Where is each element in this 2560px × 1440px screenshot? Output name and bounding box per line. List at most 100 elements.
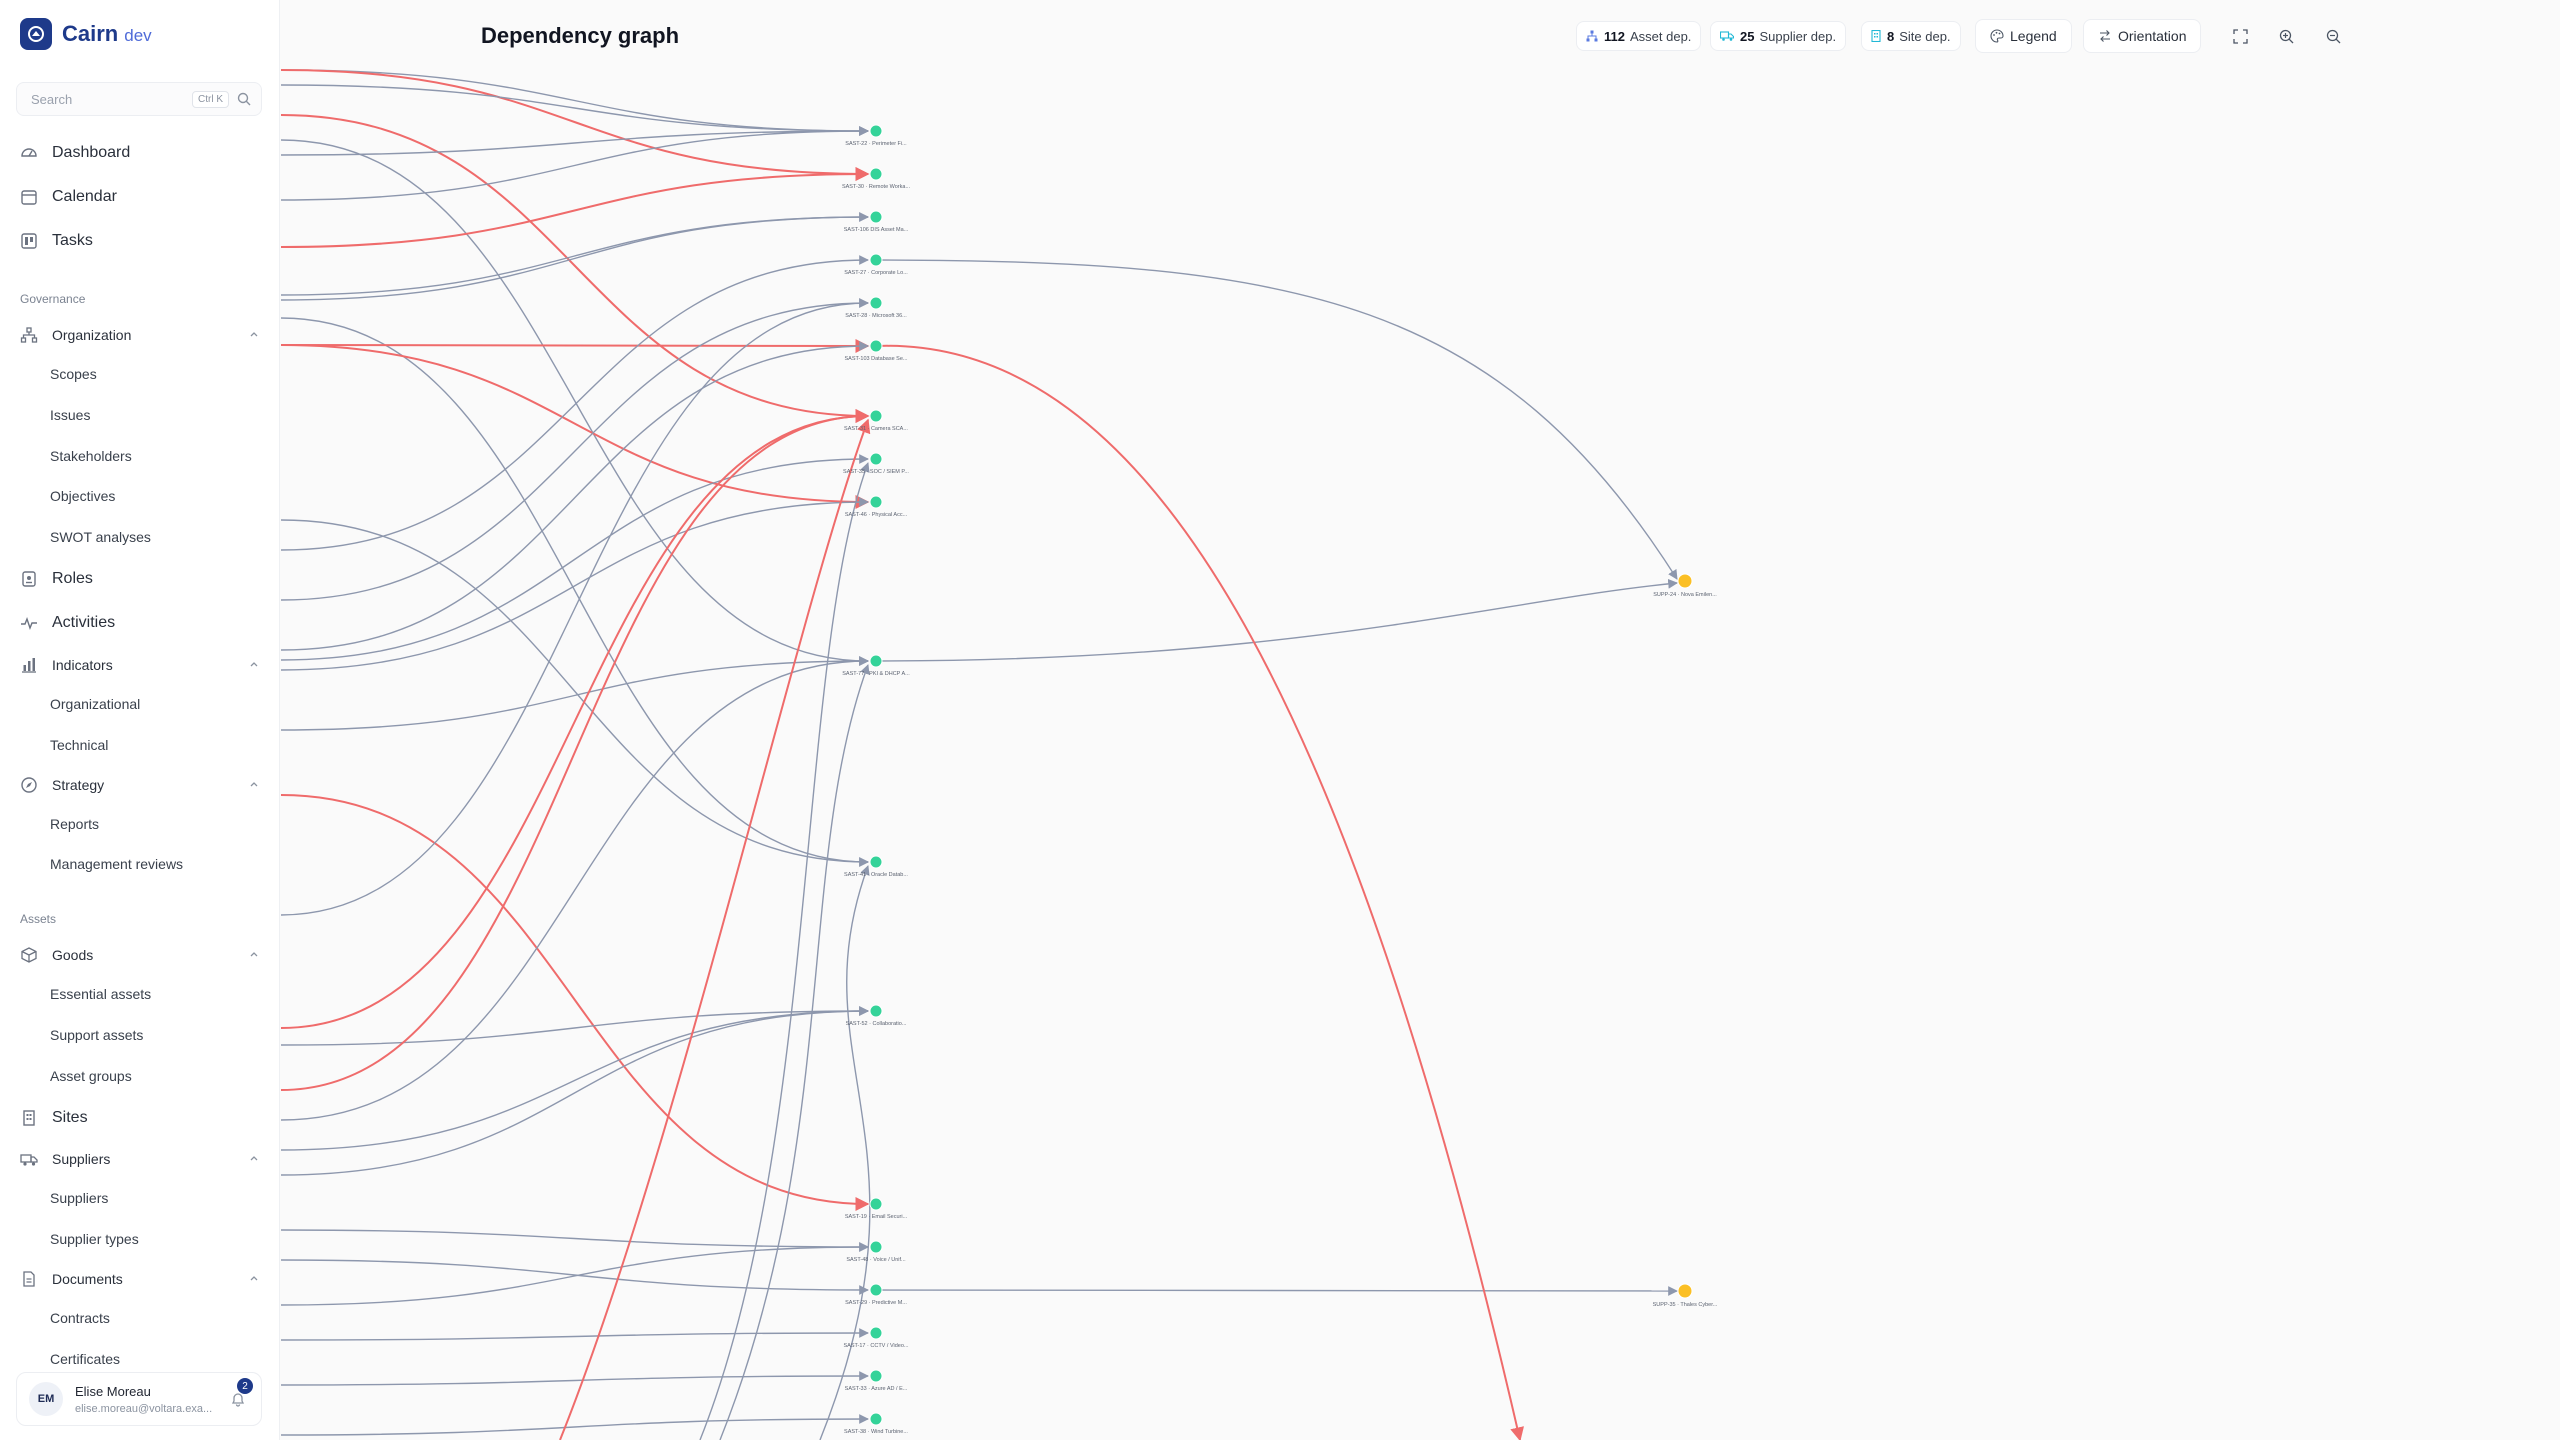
app-logo[interactable]: Cairn dev [20, 18, 152, 50]
dependency-edge [281, 69, 869, 136]
activity-icon [20, 614, 38, 632]
avatar: EM [29, 1382, 63, 1416]
package-icon [20, 946, 38, 964]
nav-supplier-types[interactable]: Supplier types [50, 1231, 139, 1247]
nav-certificates[interactable]: Certificates [50, 1351, 121, 1367]
asset-node[interactable]: SAST-106 DIS Asset Ma... [844, 210, 909, 233]
nav-essential-assets[interactable]: Essential assets [50, 986, 152, 1002]
fullscreen-button[interactable] [2222, 19, 2258, 53]
nav-strategy[interactable]: Strategy [20, 776, 260, 794]
nav-goods[interactable]: Goods [20, 946, 260, 964]
asset-node-dot[interactable] [869, 1326, 883, 1340]
supplier-dep-label: Supplier dep. [1759, 28, 1837, 44]
nav-stakeholders[interactable]: Stakeholders [50, 448, 132, 464]
asset-node-dot[interactable] [869, 124, 883, 138]
site-dep-count: 8 [1887, 28, 1895, 44]
notifications-button[interactable]: 2 [223, 1378, 253, 1414]
tasks-icon [20, 232, 38, 250]
supplier-node-dot[interactable] [1677, 573, 1693, 589]
chevron-up-icon[interactable] [248, 1152, 260, 1164]
nav-sites[interactable]: Sites [20, 1109, 260, 1127]
dependency-edge [819, 865, 871, 1440]
user-card[interactable]: EM Elise Moreau elise.moreau@voltara.exa… [16, 1372, 262, 1426]
asset-node[interactable]: SAST-52 · Collaboratio... [846, 1004, 907, 1027]
nav-activities[interactable]: Activities [20, 614, 260, 632]
asset-node[interactable]: SAST-29 · Predictive M... [845, 1283, 907, 1306]
search-input[interactable]: Search Ctrl K [16, 82, 262, 116]
asset-node-dot[interactable] [869, 495, 883, 509]
asset-node-dot[interactable] [869, 1240, 883, 1254]
asset-node[interactable]: SAST-41 · Oracle Datab... [844, 855, 908, 878]
asset-node-dot[interactable] [869, 1369, 883, 1383]
asset-node[interactable]: SAST-38 · Wind Turbine... [844, 1412, 908, 1435]
nav-reports[interactable]: Reports [50, 816, 100, 832]
dependency-edge [719, 664, 870, 1440]
chevron-up-icon[interactable] [248, 948, 260, 960]
supplier-node-dot[interactable] [1677, 1283, 1693, 1299]
zoom-in-button[interactable] [2268, 19, 2304, 53]
asset-node[interactable]: SAST-30 · Remote Worka... [842, 167, 911, 190]
nav-contracts[interactable]: Contracts [50, 1310, 110, 1326]
nav-calendar[interactable]: Calendar [20, 188, 260, 206]
asset-node[interactable]: SAST-33 · Azure AD / E... [845, 1369, 908, 1392]
nav-support-assets[interactable]: Support assets [50, 1027, 144, 1043]
nav-roles[interactable]: Roles [20, 570, 260, 588]
nav-tasks[interactable]: Tasks [20, 232, 260, 250]
asset-node-dot[interactable] [869, 339, 883, 353]
asset-node-dot[interactable] [869, 1283, 883, 1297]
asset-node-dot[interactable] [869, 210, 883, 224]
asset-node[interactable]: SAST-77 · PKI & DHCP A... [842, 654, 910, 677]
asset-node[interactable]: SAST-17 · CCTV / Video... [843, 1326, 909, 1349]
asset-node-dot[interactable] [869, 855, 883, 869]
asset-node[interactable]: SAST-103 Database Se... [845, 339, 908, 362]
asset-node[interactable]: SAST-19 · Email Securi... [845, 1197, 908, 1220]
nav-swot-analyses[interactable]: SWOT analyses [50, 529, 151, 545]
orientation-button[interactable]: Orientation [2083, 19, 2202, 53]
nav-suppliers[interactable]: Suppliers [20, 1150, 260, 1168]
asset-node[interactable]: SAST-48 · Voice / Unif... [846, 1240, 906, 1263]
nav-technical[interactable]: Technical [50, 737, 109, 753]
asset-node[interactable]: SAST-31 · Camera SCA... [844, 409, 908, 432]
zoom-out-button[interactable] [2315, 19, 2351, 53]
supplier-node[interactable]: SUPP-35 · Thales Cyber... [1653, 1283, 1718, 1308]
dependency-edge [281, 519, 869, 867]
asset-node-dot[interactable] [869, 452, 883, 466]
asset-node-dot[interactable] [869, 1004, 883, 1018]
asset-node[interactable]: SAST-46 · Physical Acc... [845, 495, 908, 518]
nav-objectives[interactable]: Objectives [50, 488, 116, 504]
nav-asset-groups[interactable]: Asset groups [50, 1068, 132, 1084]
asset-node-dot[interactable] [869, 167, 883, 181]
asset-node-dot[interactable] [869, 654, 883, 668]
asset-node-dot[interactable] [869, 253, 883, 267]
asset-node-label: SAST-41 · Oracle Datab... [844, 872, 908, 878]
nav-scopes[interactable]: Scopes [50, 366, 97, 382]
asset-node[interactable]: SAST-27 · Corporate Lo... [844, 253, 908, 276]
nav-indicators[interactable]: Indicators [20, 656, 260, 674]
chevron-up-icon[interactable] [248, 778, 260, 790]
asset-node[interactable]: SAST-28 · Microsoft 36... [845, 296, 907, 319]
asset-node-dot[interactable] [869, 409, 883, 423]
nav-suppliers-list[interactable]: Suppliers [50, 1190, 109, 1206]
chevron-up-icon[interactable] [248, 658, 260, 670]
chevron-up-icon[interactable] [248, 328, 260, 340]
nav-organization[interactable]: Organization [20, 326, 260, 344]
nav-dashboard[interactable]: Dashboard [20, 144, 260, 162]
dashboard-icon [20, 144, 38, 162]
asset-node[interactable]: SAST-35 · SOC / SIEM P... [843, 452, 909, 475]
legend-button[interactable]: Legend [1975, 19, 2072, 53]
asset-node-dot[interactable] [869, 296, 883, 310]
dependency-edge [281, 344, 870, 509]
nav-documents[interactable]: Documents [20, 1270, 260, 1288]
dependency-edge [281, 341, 869, 651]
asset-node-dot[interactable] [869, 1412, 883, 1426]
asset-node-dot[interactable] [869, 1197, 883, 1211]
asset-node[interactable]: SAST-22 · Perimeter Fi... [845, 124, 907, 147]
nav-organizational[interactable]: Organizational [50, 696, 141, 712]
supplier-node[interactable]: SUPP-24 · Nova Emilen... [1653, 573, 1717, 598]
dependency-graph-canvas[interactable]: SAST-22 · Perimeter Fi... SAST-30 · Remot… [281, 66, 2560, 1440]
chevron-up-icon[interactable] [248, 1272, 260, 1284]
nav-issues[interactable]: Issues [50, 407, 91, 423]
dependency-edge [281, 84, 869, 136]
nav-management-reviews[interactable]: Management reviews [50, 856, 184, 872]
dependency-edge [281, 298, 869, 601]
